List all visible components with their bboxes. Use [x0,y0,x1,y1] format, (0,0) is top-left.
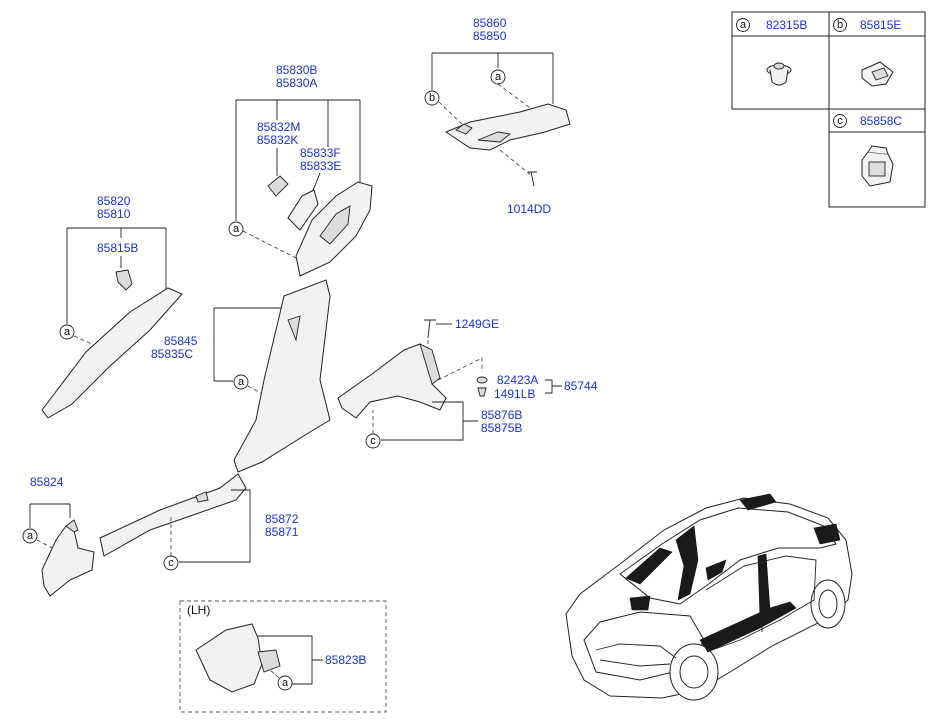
group-85872: 85872 85871 c [99,473,299,571]
svg-text:b: b [837,19,843,31]
rear-trim-shape [337,343,447,419]
b-pillar-shape [233,279,331,473]
clip-85815e-icon [861,61,894,87]
label-1249ge: 1249GE [455,317,499,331]
label-85832k: 85832K [257,133,298,147]
label-85830a: 85830A [276,76,317,90]
svg-text:c: c [837,115,843,127]
label-85744: 85744 [564,379,598,393]
svg-text:b: b [429,92,435,104]
label-1014dd: 1014DD [507,202,551,216]
label-85872: 85872 [265,512,299,526]
svg-text:c: c [370,435,376,447]
group-85820: 85820 85810 85815B a [41,194,183,419]
label-85815b: 85815B [97,241,138,255]
a-pillar-shape [41,287,183,419]
label-85833f: 85833F [300,146,341,160]
car-illustration [565,493,853,701]
label-1491lb: 1491LB [494,387,535,401]
group-85845: 85845 85835C a [151,279,331,473]
trim-85860-shape [444,103,571,151]
svg-text:a: a [27,530,34,542]
legend-a-part: 82315B [766,18,807,32]
kick-panel-shape [41,525,95,597]
highlight-a-pillar [625,547,673,585]
group-85830: 85830B 85830A 85832M 85832K 85833F 85833… [228,63,373,277]
svg-text:a: a [238,376,245,388]
label-82423a: 82423A [497,373,538,387]
label-85830b: 85830B [276,63,317,77]
clip-82315b-icon [766,62,792,86]
legend-b-header: b 85815E [833,18,901,32]
svg-text:c: c [168,557,174,569]
clip-85858c-icon [861,145,894,187]
highlight-b-pillar [675,525,699,601]
label-85832m: 85832M [257,120,300,134]
label-85810: 85810 [97,207,131,221]
label-85835c: 85835C [151,347,193,361]
label-85823b: 85823B [325,653,366,667]
label-85824: 85824 [30,475,64,489]
sill-shape [99,473,247,557]
label-85860: 85860 [473,16,507,30]
label-85845: 85845 [164,334,198,348]
svg-text:a: a [64,326,71,338]
lh-box: (LH) 85823B a [179,600,387,713]
legend-a-header: a 82315B [736,18,807,32]
svg-text:a: a [282,677,289,689]
legend-b-part: 85815E [860,18,901,32]
legend-c-header: c 85858C [833,114,902,128]
lh-label: (LH) [187,603,210,617]
label-85850: 85850 [473,29,507,43]
label-85833e: 85833E [300,159,341,173]
label-85875b: 85875B [481,421,522,435]
legend-table: a 82315B b 85815E c 85858C [731,11,926,208]
highlight-roof [739,493,777,511]
legend-c-part: 85858C [860,114,902,128]
svg-text:a: a [740,19,747,31]
label-85876b: 85876B [481,408,522,422]
svg-text:a: a [233,223,240,235]
highlight-sill [699,601,797,653]
group-85824: 85824 a [22,475,95,597]
svg-text:a: a [495,71,502,83]
label-85820: 85820 [97,194,131,208]
group-85860: 85860 85850 a b 1014DD [424,16,571,216]
lh-kick-panel-shape [195,623,263,693]
label-85871: 85871 [265,525,299,539]
group-85876: 1249GE 82423A 1491LB 85744 85876B 85875B… [337,317,598,449]
